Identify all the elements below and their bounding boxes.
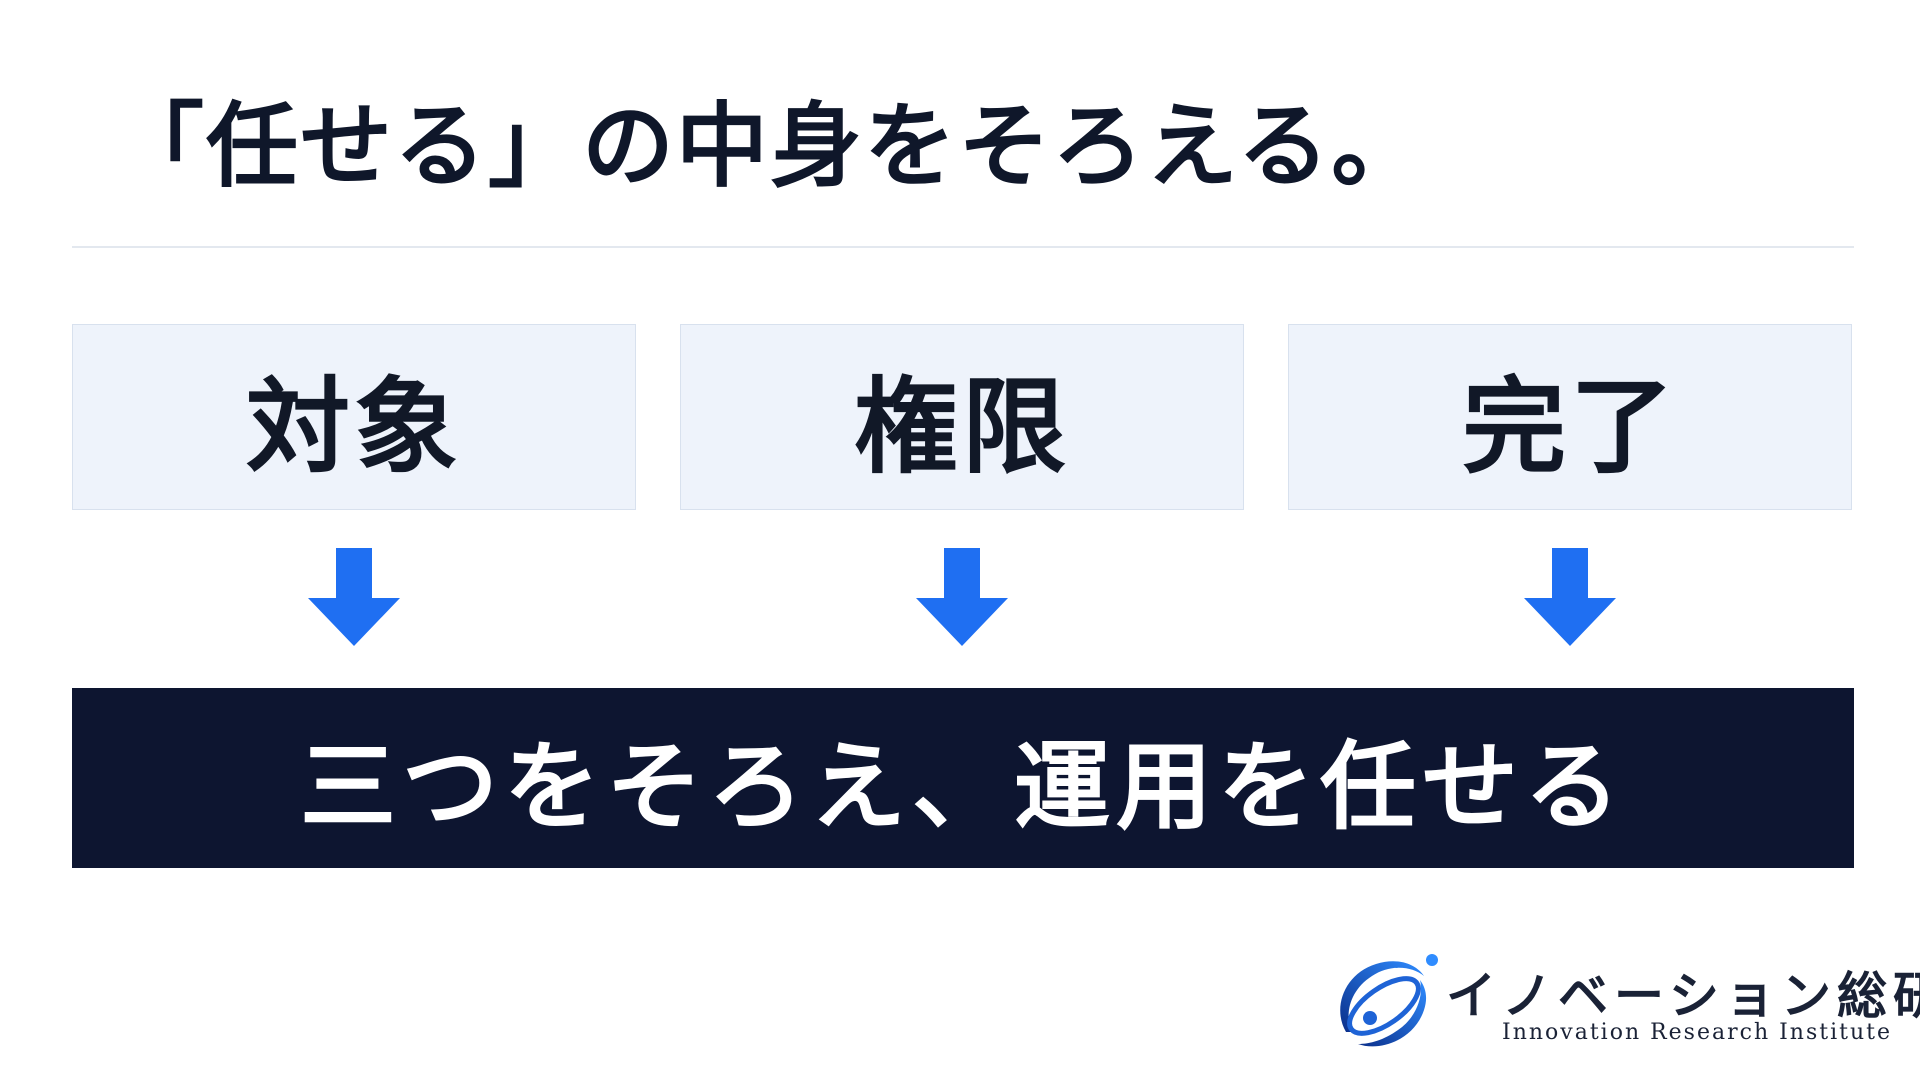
concept-box-label: 対象 [245,365,462,488]
page-title: 「任せる」の中身をそろえる。 [112,93,1426,200]
concept-box-authority: 権限 [680,324,1244,510]
down-arrow-icon [916,548,1008,646]
result-label: 三つをそろえ、運用を任せる [300,730,1626,843]
result-banner: 三つをそろえ、運用を任せる [72,688,1854,868]
title-divider [72,246,1854,248]
down-arrow-icon [308,548,400,646]
concept-box-target: 対象 [72,324,636,510]
company-logo: イノベーション総研 Innovation Research Institute [1328,948,1920,1058]
concept-box-label: 完了 [1461,365,1678,488]
logo-japanese-name: イノベーション総研 [1446,966,1920,1025]
concept-box-completion: 完了 [1288,324,1852,510]
concept-box-label: 権限 [853,365,1070,488]
orbit-logo-icon [1340,954,1438,1047]
down-arrow-icon [1524,548,1616,646]
logo-english-name: Innovation Research Institute [1502,1020,1893,1045]
